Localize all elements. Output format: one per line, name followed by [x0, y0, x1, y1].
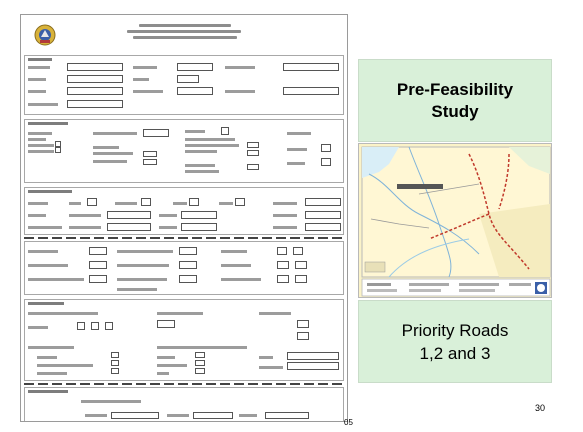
form-section-remarks: [24, 387, 344, 421]
priority-roads-map-image: [358, 143, 552, 298]
title-line-2: Study: [431, 101, 479, 121]
crest-logo-icon: [34, 24, 56, 46]
title-line-1: Pre-Feasibility: [396, 79, 514, 99]
form-section-technical: [24, 299, 344, 381]
pre-feasibility-form-image: [20, 14, 348, 422]
priority-roads-text: Priority Roads 1,2 and 3: [380, 319, 530, 365]
map-graphic: [359, 144, 551, 297]
form-section-location: [24, 55, 344, 115]
form-section-traffic: [24, 241, 344, 295]
form-header: [21, 15, 347, 53]
page-number: 30: [535, 403, 546, 413]
footer-code: 05: [344, 418, 353, 427]
pre-feasibility-title: Pre-Feasibility Study: [380, 79, 530, 123]
pre-feasibility-title-panel: Pre-Feasibility Study: [358, 59, 552, 142]
roads-line-1: Priority Roads: [401, 320, 509, 340]
form-divider-bottom: [24, 383, 344, 385]
form-divider: [24, 237, 344, 239]
form-section-existing-road: [24, 187, 344, 235]
roads-line-2: 1,2 and 3: [419, 343, 491, 363]
form-section-road-characteristics: [24, 119, 344, 183]
priority-roads-panel: Priority Roads 1,2 and 3: [358, 300, 552, 383]
